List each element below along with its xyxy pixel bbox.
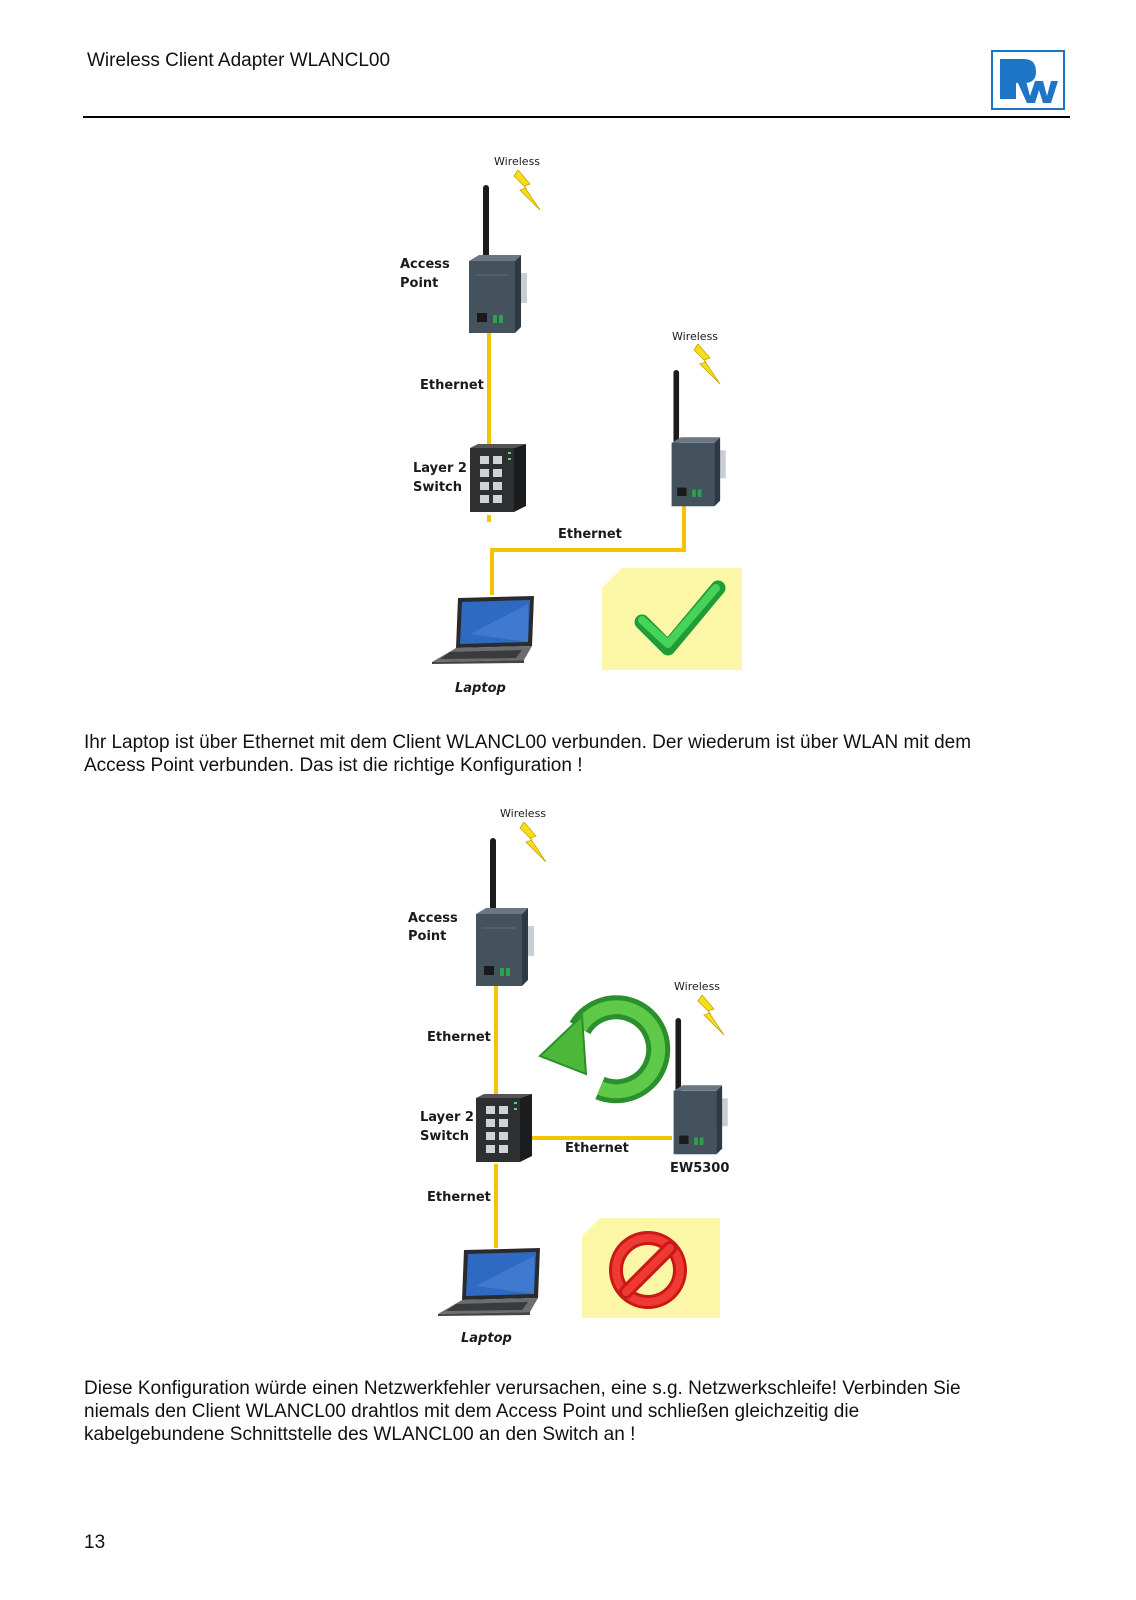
- svg-text:Wireless: Wireless: [674, 980, 720, 993]
- ethernet-label: Ethernet: [558, 527, 622, 542]
- document-title: Wireless Client Adapter WLANCL00: [87, 50, 391, 71]
- wireless-client-device: [673, 1018, 728, 1155]
- svg-text:Wireless: Wireless: [500, 807, 546, 820]
- paragraph-line: kabelgebundene Schnittstelle des WLANCL0…: [84, 1424, 636, 1445]
- access-point-label: Access: [408, 911, 458, 926]
- svg-text:Wireless: Wireless: [672, 330, 718, 343]
- paragraph-loop-warning: Diese Konfiguration würde einen Netzwerk…: [84, 1377, 1044, 1446]
- access-point-device: [475, 838, 535, 987]
- paragraph-line: Ihr Laptop ist über Ethernet mit dem Cli…: [84, 732, 972, 753]
- ethernet-cables: [487, 328, 686, 595]
- ethernet-cables: [494, 980, 672, 1248]
- laptop-label: Laptop: [461, 1331, 512, 1346]
- page-number: 13: [84, 1532, 106, 1553]
- access-point-label: Point: [408, 929, 446, 944]
- paragraph-correct-config: Ihr Laptop ist über Ethernet mit dem Cli…: [84, 731, 1044, 777]
- wireless-signal-ap: Wireless: [500, 807, 547, 862]
- access-point-label: Access: [400, 257, 450, 272]
- prohibited-icon: [582, 1218, 720, 1318]
- laptop-label: Laptop: [455, 681, 506, 696]
- checkmark-icon: [602, 568, 742, 670]
- loop-arrow-icon: [538, 995, 671, 1104]
- wireless-signal-ap: Wireless: [494, 155, 541, 210]
- layer2-switch-device: [476, 1094, 532, 1162]
- header-rule: [83, 116, 1070, 118]
- ethernet-label: Ethernet: [420, 378, 484, 393]
- switch-label: Switch: [420, 1129, 469, 1144]
- client-name-label: EW5300: [670, 1161, 729, 1176]
- access-point-label: Point: [400, 276, 438, 291]
- laptop-device: [438, 1248, 540, 1316]
- figure-loop-configuration: Wireless Access Point Ethernet Wireless …: [408, 807, 729, 1346]
- switch-label: Layer 2: [420, 1110, 474, 1125]
- ethernet-label: Ethernet: [565, 1141, 629, 1156]
- ethernet-label: Ethernet: [427, 1190, 491, 1205]
- paragraph-line: Diese Konfiguration würde einen Netzwerk…: [84, 1378, 961, 1399]
- ethernet-label: Ethernet: [427, 1030, 491, 1045]
- figure-correct-configuration: Wireless Access Point Ethernet Wireless …: [400, 155, 742, 696]
- rw-logo-icon: [991, 50, 1065, 110]
- wireless-signal-client: Wireless: [674, 980, 725, 1035]
- switch-label: Layer 2: [413, 461, 467, 476]
- wireless-signal-client: Wireless: [672, 330, 721, 384]
- paragraph-line: niemals den Client WLANCL00 drahtlos mit…: [84, 1401, 860, 1422]
- paragraph-line: Access Point verbunden. Das ist die rich…: [84, 755, 583, 776]
- svg-text:Wireless: Wireless: [494, 155, 540, 168]
- switch-label: Switch: [413, 480, 462, 495]
